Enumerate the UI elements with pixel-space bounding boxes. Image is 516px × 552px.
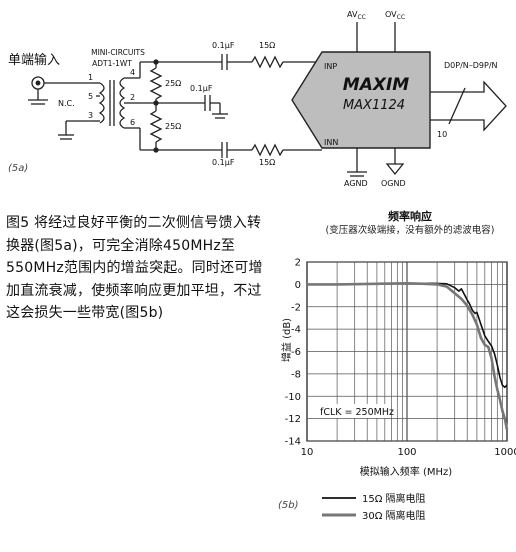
y-axis-label: 增益 (dB) (280, 318, 293, 362)
pin-inn-label: INN (324, 138, 338, 147)
chart-series (307, 281, 509, 431)
x-tick-label: 100 (397, 447, 416, 458)
pin-inp-label: INP (324, 62, 337, 71)
chart-title: 频率响应 (388, 209, 432, 223)
y-tick-label: -14 (285, 437, 301, 448)
pin-6: 6 (130, 118, 135, 127)
bus-label: D0P/N–D9P/N (444, 61, 498, 70)
schematic-diagram: MAXIM MAX1124 INP INN 单端输入 MINI-CIRCUITS… (8, 10, 507, 188)
cap-top-label: 0.1μF (212, 41, 235, 50)
x-tick-label: 10 (301, 447, 314, 458)
ovcc-label: OVCC (385, 10, 405, 21)
y-tick-label: -10 (285, 392, 301, 403)
fclk-annotation: fCLK = 250MHz (320, 407, 394, 418)
maxim-logo: MAXIM (343, 75, 410, 95)
pin-1: 1 (88, 73, 93, 82)
pin-5: 5 (88, 92, 93, 101)
part-number: MAX1124 (343, 98, 405, 113)
nc-label: N.C. (58, 99, 75, 108)
y-tick-label: 2 (295, 258, 301, 269)
y-tick-label: -4 (291, 325, 301, 336)
ognd-label: OGND (381, 179, 406, 188)
series-line-2 (307, 281, 509, 431)
x-tick-label: 1000 (494, 447, 516, 458)
y-tick-label: -2 (291, 302, 301, 313)
avcc-label: AVCC (347, 10, 366, 21)
res-25-top: 25Ω (165, 79, 181, 88)
y-tick-label: -12 (285, 414, 301, 425)
adc-body (291, 51, 431, 149)
legend-label-1: 15Ω 隔离电阻 (362, 492, 426, 505)
res-bot-label: 15Ω (259, 158, 275, 167)
legend-label-2: 30Ω 隔离电阻 (362, 509, 426, 522)
y-tick-label: -8 (291, 369, 301, 380)
cap-bot-label: 0.1μF (212, 158, 235, 167)
y-tick-label: -6 (291, 347, 301, 358)
pin-4: 4 (130, 68, 135, 77)
fig-5a-tag: (5a) (8, 163, 28, 174)
y-tick-label: 0 (295, 280, 301, 291)
fig-5b-tag: (5b) (278, 500, 299, 511)
pin-2: 2 (130, 93, 135, 102)
pin-3: 3 (88, 111, 93, 120)
chart-subtitle: (变压器次级端接，没有额外的滤波电容) (326, 224, 495, 236)
figure-caption: 图5 将经过良好平衡的二次侧信号馈入转换器(图5a)，可完全消除450MHz至5… (6, 215, 263, 321)
transformer-title: MINI-CIRCUITS (91, 48, 145, 57)
agnd-label: AGND (344, 179, 368, 188)
bus-width-label: 10 (437, 130, 447, 139)
res-25-bot: 25Ω (165, 122, 181, 131)
chart-legend: 15Ω 隔离电阻 30Ω 隔离电阻 (322, 492, 426, 522)
cap-mid-label: 0.1μF (190, 84, 213, 93)
transformer-model: ADT1-1WT (92, 59, 132, 68)
x-axis-label: 模拟输入频率 (MHz) (360, 465, 452, 478)
res-top-label: 15Ω (259, 41, 275, 50)
input-label: 单端输入 (8, 52, 60, 68)
